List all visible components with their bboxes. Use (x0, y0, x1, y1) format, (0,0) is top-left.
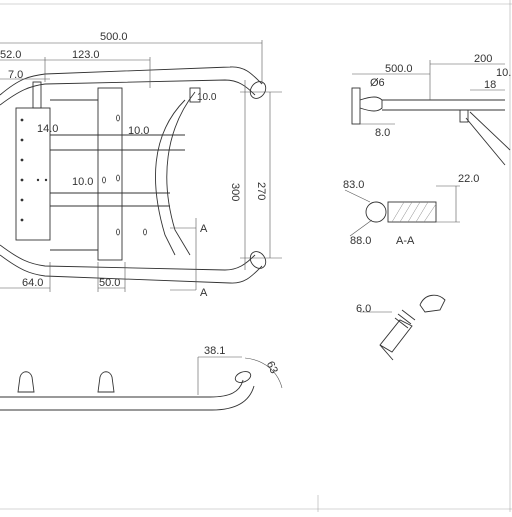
leader-83 (344, 189, 371, 203)
section-tube (365, 201, 387, 223)
hatch (399, 201, 413, 223)
dim-83: 83.0 (343, 179, 364, 191)
plan-dimension-lines (0, 40, 282, 292)
dim-side-18: 18 (484, 79, 496, 91)
slot (116, 174, 120, 182)
hole (20, 118, 24, 122)
section-dimension-text: 83.0 22.0 88.0 A-A (343, 173, 479, 247)
side-diagonal-2 (469, 111, 511, 151)
side-diagonal-1 (465, 117, 506, 166)
side-plate (351, 87, 361, 125)
detail-view (379, 294, 446, 361)
section-plate (387, 201, 437, 223)
dim-side-10: 10. (496, 67, 511, 79)
side-tab (459, 109, 469, 123)
hole (20, 198, 24, 202)
dim-50: 50.0 (99, 277, 120, 289)
tab-right (189, 87, 201, 103)
dim-64: 64.0 (22, 277, 43, 289)
elevation-view (0, 371, 255, 411)
plan-dimension-text: 500.0 52.0 123.0 7.0 14.0 10.0 10.0 10.0… (0, 31, 267, 299)
dim-detail-6: 6.0 (356, 303, 371, 315)
elevation-tube-bottom (0, 385, 255, 411)
hatch (407, 201, 421, 223)
side-view (351, 87, 511, 166)
dim-side-500: 500.0 (385, 63, 413, 75)
dim-14: 14.0 (37, 123, 58, 135)
hatch (391, 201, 405, 223)
dim-63: 63 (264, 359, 280, 375)
middle-plate (97, 87, 123, 261)
curved-member-outer (166, 91, 196, 256)
dim-270: 270 (255, 182, 267, 200)
hatch (415, 201, 429, 223)
dim-side-dia6: Ø6 (370, 77, 385, 89)
dim-side-8: 8.0 (375, 127, 390, 139)
dim-10-inner-a: 10.0 (128, 125, 149, 137)
frame-bottom-rail-outer (0, 254, 263, 284)
section-view (365, 201, 437, 223)
section-hatch (391, 201, 437, 223)
tab-top (32, 81, 42, 109)
dim-22: 22.0 (458, 173, 479, 185)
section-label: A-A (396, 235, 415, 247)
slot (143, 228, 147, 236)
frame-bottom-rail-inner (0, 244, 256, 271)
elevation-bracket-2 (97, 371, 115, 393)
hole (20, 158, 24, 162)
section-dimension-lines (344, 185, 460, 237)
dim-300: 300 (229, 183, 241, 201)
elevation-dimension-lines (197, 356, 283, 395)
dim-88: 88.0 (350, 235, 371, 247)
detail-tube-end (379, 344, 394, 361)
hole (44, 178, 48, 182)
dim-123: 123.0 (72, 49, 100, 61)
hole (36, 178, 40, 182)
detail-tube (379, 319, 413, 353)
elevation-bracket-1 (17, 371, 35, 393)
elevation-tube-top (0, 379, 244, 398)
section-mark-top: A (200, 223, 208, 235)
detail-threads (394, 309, 416, 329)
plate-holes (20, 118, 48, 222)
side-dimension-text: 500.0 Ø6 8.0 200 10. 18 (370, 53, 511, 139)
slot (102, 176, 106, 184)
pipe-end-top (249, 81, 267, 99)
slot (116, 114, 120, 122)
frame-top-rail-inner (0, 79, 256, 106)
elevation-pipe-end (234, 371, 252, 383)
detail-bracket (419, 294, 446, 313)
hole (20, 178, 24, 182)
side-dimension-lines (352, 60, 505, 125)
side-boss (359, 96, 383, 112)
slot-marks (102, 114, 147, 236)
dim-10-corner: 10.0 (197, 92, 217, 103)
dim-500: 500.0 (100, 31, 128, 43)
detail-dimension: 6.0 (356, 303, 392, 315)
frame-top-rail-outer (0, 66, 263, 96)
hatch (423, 203, 437, 223)
section-mark-bottom: A (200, 287, 208, 299)
arc-63 (244, 357, 283, 389)
slot (116, 228, 120, 236)
hole (20, 138, 24, 142)
dim-38: 38.1 (204, 345, 225, 357)
plan-view (0, 66, 267, 284)
dim-10-inner-b: 10.0 (72, 176, 93, 188)
dim-52: 52.0 (0, 49, 21, 61)
leader-88 (349, 219, 373, 237)
curved-member-inner (155, 99, 186, 256)
elevation-dimension-text: 38.1 63 (204, 345, 280, 376)
hole (20, 218, 24, 222)
pipe-end-bottom (249, 251, 267, 269)
dim-7: 7.0 (8, 69, 23, 81)
dim-side-200: 200 (474, 53, 492, 65)
